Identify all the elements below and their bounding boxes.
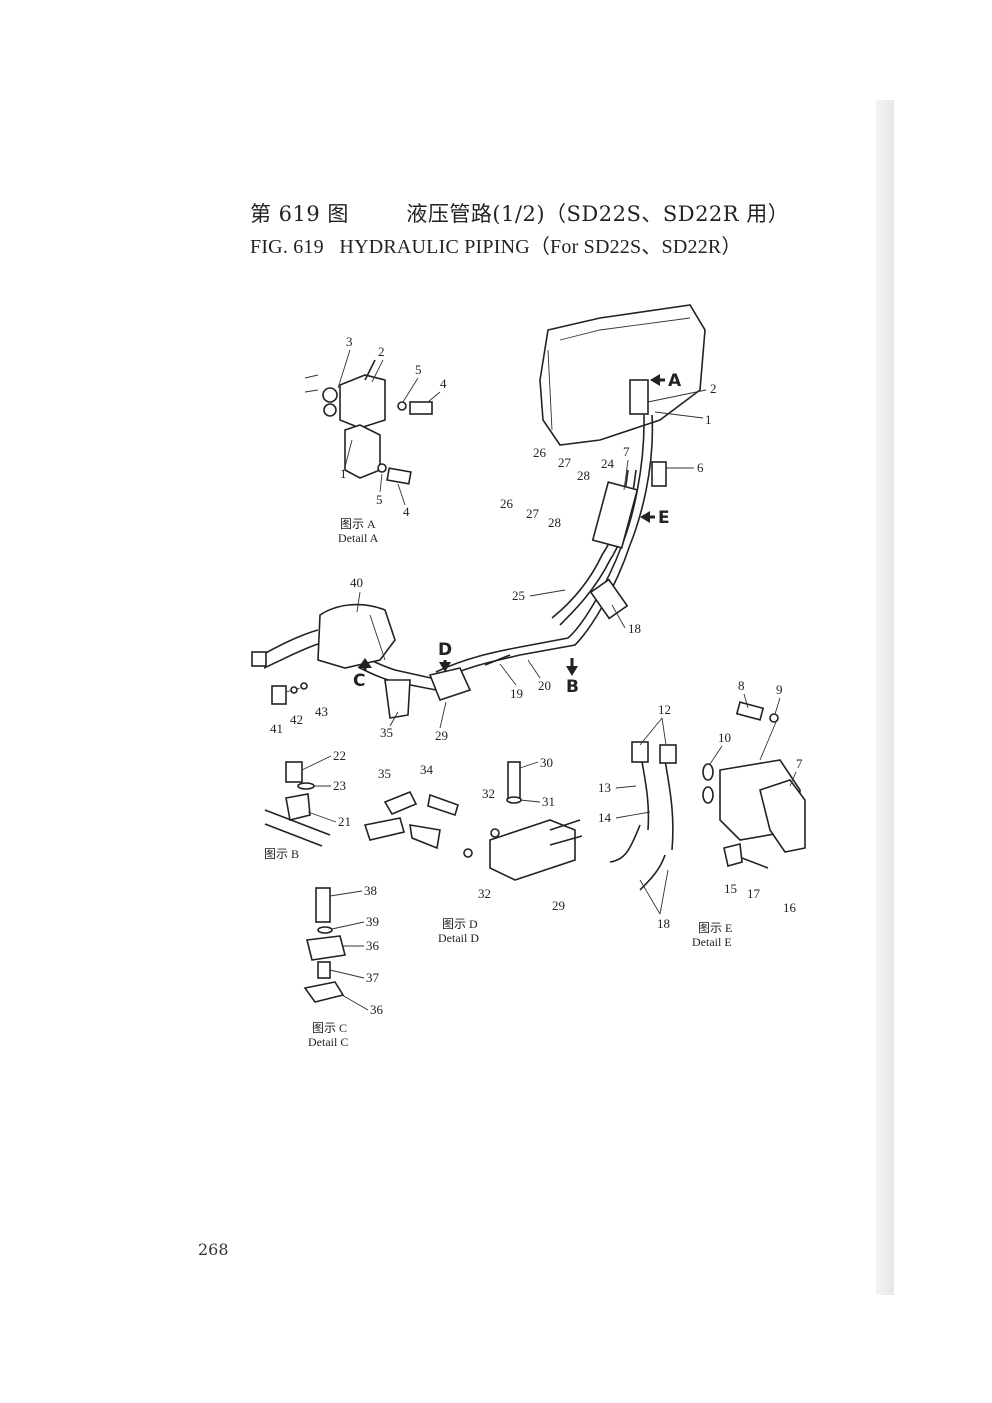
callout-2-detail-a: 2 <box>378 344 385 359</box>
bolt-group-41-43 <box>271 682 308 705</box>
callout-7-detail: 7 <box>796 756 803 771</box>
callout-6: 6 <box>697 460 704 475</box>
page-edge-shading <box>876 100 894 1295</box>
callout-39: 39 <box>366 914 379 929</box>
callout-29-detail: 29 <box>552 898 565 913</box>
callout-22: 22 <box>333 748 346 763</box>
callout-2-tank: 2 <box>710 381 717 396</box>
callout-30: 30 <box>540 755 553 770</box>
view-arrow-c: C <box>353 658 372 691</box>
detail-a-caption-zh: 图示 A <box>340 517 376 531</box>
view-arrow-d: D <box>438 640 452 672</box>
callout-17: 17 <box>747 886 761 901</box>
callout-8: 8 <box>738 678 745 693</box>
callout-4-top: 4 <box>440 376 447 391</box>
view-arrow-b: B <box>566 658 579 697</box>
callout-41: 41 <box>270 721 283 736</box>
callout-40: 40 <box>350 575 363 590</box>
callout-20: 20 <box>538 678 551 693</box>
callout-7-main: 7 <box>623 444 630 459</box>
clamp-35 <box>384 679 411 719</box>
detail-a-drawing <box>304 359 433 485</box>
callout-36-top: 36 <box>366 938 380 953</box>
callout-31: 31 <box>542 794 555 809</box>
callout-3: 3 <box>346 334 353 349</box>
clamp-18 <box>589 578 629 620</box>
detail-b-caption-zh: 图示 B <box>264 847 299 861</box>
callout-labels: 3 2 5 4 1 5 4 图示 A Detail A 2 1 6 7 24 2… <box>264 334 803 1049</box>
view-label-e: E <box>658 508 670 528</box>
callout-5-top: 5 <box>415 362 422 377</box>
tank-port-block <box>629 379 649 415</box>
part-6-block <box>651 461 667 487</box>
callout-18-detail: 18 <box>657 916 670 931</box>
callout-28-bottom: 28 <box>548 515 561 530</box>
callout-28-top: 28 <box>577 468 590 483</box>
callout-16: 16 <box>783 900 797 915</box>
callout-32-top: 32 <box>482 786 495 801</box>
callout-26-top: 26 <box>533 445 547 460</box>
leader-lines <box>301 349 797 1011</box>
callout-42: 42 <box>290 712 303 727</box>
callout-14: 14 <box>598 810 612 825</box>
callout-13: 13 <box>598 780 611 795</box>
view-label-d: D <box>438 640 452 660</box>
callout-23: 23 <box>333 778 346 793</box>
detail-fittings-34-35 <box>363 790 459 850</box>
detail-e-caption-en: Detail E <box>692 935 732 949</box>
view-label-a: A <box>668 371 682 391</box>
callout-43: 43 <box>315 704 328 719</box>
callout-15: 15 <box>724 881 737 896</box>
view-arrow-a: A <box>650 371 682 391</box>
callout-38: 38 <box>364 883 377 898</box>
callout-12: 12 <box>658 702 671 717</box>
hydraulic-tank <box>539 304 706 446</box>
callout-24: 24 <box>601 456 615 471</box>
detail-e-drawing <box>609 701 806 891</box>
callout-18-main: 18 <box>628 621 641 636</box>
hose-end-fitting <box>251 651 267 667</box>
callout-4-bottom: 4 <box>403 504 410 519</box>
callout-10: 10 <box>718 730 731 745</box>
callout-9: 9 <box>776 682 783 697</box>
callout-37: 37 <box>366 970 380 985</box>
page-number: 268 <box>198 1240 229 1259</box>
callout-35-main: 35 <box>380 725 393 740</box>
callout-36-bottom: 36 <box>370 1002 384 1017</box>
detail-c-drawing <box>303 887 347 1003</box>
callout-19: 19 <box>510 686 523 701</box>
callout-27-top: 27 <box>558 455 572 470</box>
main-pipe-run <box>357 414 667 719</box>
callout-26-bottom: 26 <box>500 496 514 511</box>
figure-title-chinese: 第 619 图 液压管路(1/2)（SD22S、SD22R 用） <box>250 202 790 226</box>
callout-25: 25 <box>512 588 525 603</box>
callout-27-bottom: 27 <box>526 506 540 521</box>
view-arrow-e: E <box>640 508 670 528</box>
view-label-b: B <box>566 677 579 697</box>
detail-d-caption-zh: 图示 D <box>442 917 478 931</box>
view-label-c: C <box>353 671 365 691</box>
detail-d-caption-en: Detail D <box>438 931 479 945</box>
detail-b-drawing <box>264 761 331 847</box>
detail-c-caption-zh: 图示 C <box>312 1021 347 1035</box>
callout-29-main: 29 <box>435 728 448 743</box>
callout-34: 34 <box>420 762 434 777</box>
callout-5-bottom: 5 <box>376 492 383 507</box>
callout-1-tank: 1 <box>705 412 712 427</box>
detail-a-caption-en: Detail A <box>338 531 379 545</box>
detail-e-caption-zh: 图示 E <box>698 921 732 935</box>
callout-1-detail-a: 1 <box>340 466 347 481</box>
figure-title-english: FIG. 619 HYDRAULIC PIPING（For SD22S、SD22… <box>250 236 742 258</box>
callout-32-bottom: 32 <box>478 886 491 901</box>
detail-c-caption-en: Detail C <box>308 1035 348 1049</box>
block-29 <box>428 667 472 701</box>
detail-d-drawing <box>463 761 583 881</box>
callout-35-detail: 35 <box>378 766 391 781</box>
oil-cooler-40 <box>251 603 396 669</box>
callout-21: 21 <box>338 814 351 829</box>
pipe-clamp-24 <box>591 481 639 549</box>
